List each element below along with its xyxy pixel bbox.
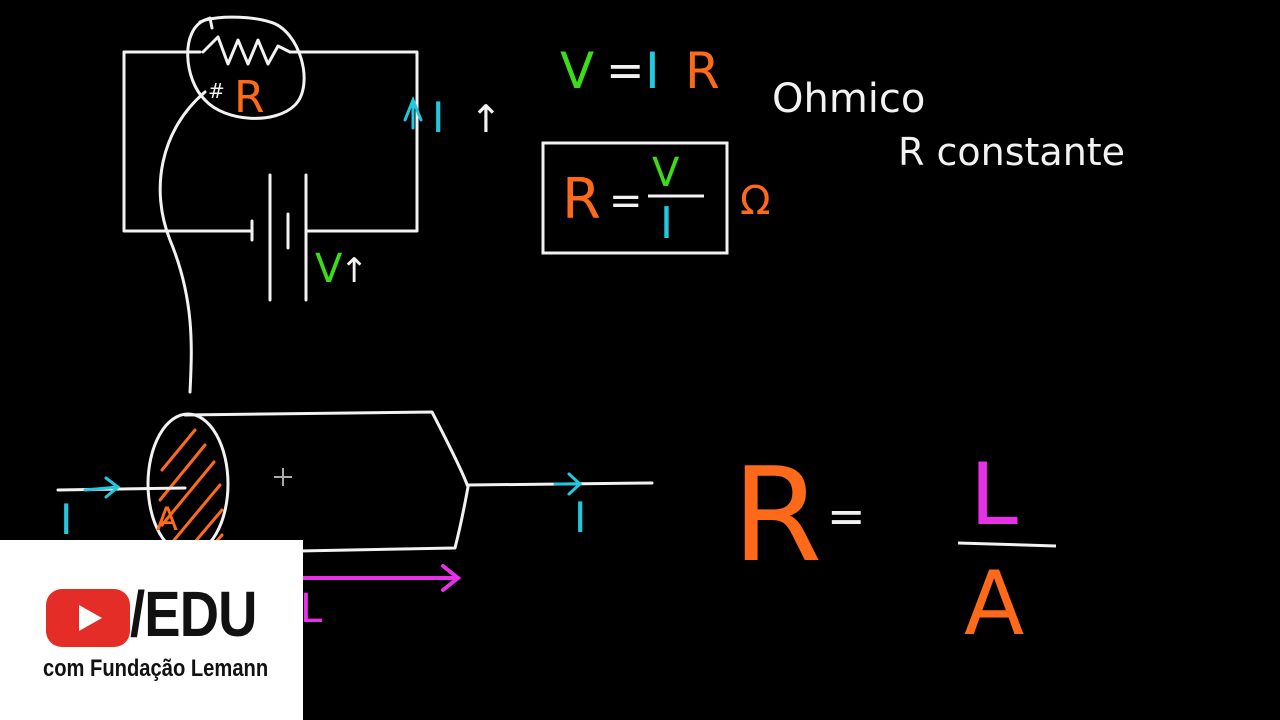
cylinder-body bbox=[183, 410, 470, 555]
connector-line bbox=[158, 90, 207, 394]
boxed-numerator-v: V bbox=[652, 150, 680, 196]
current-label: I bbox=[432, 93, 444, 142]
cross-section-area-label: A bbox=[156, 500, 178, 538]
length-arrow bbox=[301, 564, 462, 592]
voltage-increase-arrow: ↑ bbox=[340, 251, 369, 291]
current-out-label: I bbox=[574, 493, 586, 542]
ohms-law-v: V bbox=[560, 42, 594, 100]
ohms-law-equals: = bbox=[606, 43, 645, 97]
circuit-wire bbox=[288, 50, 419, 233]
resistance-formula: R = L A bbox=[732, 439, 1057, 655]
zigzag-resistor-symbol bbox=[201, 35, 292, 66]
current-in-label: I bbox=[60, 495, 72, 544]
boxed-denominator-i: I bbox=[660, 198, 673, 249]
resistance-equals: = bbox=[827, 489, 866, 543]
current-out-arrow bbox=[553, 472, 583, 496]
current-in-arrow bbox=[83, 476, 121, 499]
resistor-mark: # bbox=[208, 79, 225, 103]
current-increase-arrow: ↑ bbox=[470, 97, 502, 141]
fraction-bar bbox=[957, 541, 1057, 548]
area-denominator: A bbox=[964, 552, 1024, 655]
length-label: L bbox=[300, 586, 323, 632]
current-up-arrow bbox=[403, 95, 423, 130]
ohms-law-i: I bbox=[645, 42, 660, 100]
circuit-diagram bbox=[122, 15, 419, 394]
ohms-law-r: R bbox=[685, 42, 720, 100]
length-numerator: L bbox=[970, 445, 1018, 545]
ohms-law: V = I R bbox=[560, 42, 720, 100]
cross-section-hatching bbox=[158, 428, 224, 562]
resistor-highlight-loop bbox=[186, 15, 306, 120]
voltage-indicator: V ↑ bbox=[315, 246, 369, 292]
circuit-wire bbox=[122, 50, 254, 233]
r-constant-note: R constante bbox=[898, 130, 1125, 174]
resistor-label: R bbox=[234, 72, 265, 123]
wire-in bbox=[56, 486, 187, 492]
cursor-crosshair-icon bbox=[274, 468, 292, 486]
ohmic-note: Ohmico bbox=[772, 76, 925, 122]
boxed-equals: = bbox=[609, 178, 643, 224]
current-indicator: I ↑ bbox=[403, 93, 502, 142]
boxed-r: R bbox=[562, 167, 601, 232]
voltage-label: V bbox=[315, 246, 343, 292]
youtube-play-icon bbox=[46, 589, 130, 647]
edu-label: /EDU bbox=[130, 578, 257, 650]
resistance-r: R bbox=[732, 439, 822, 591]
resistor-label-group: # R bbox=[208, 72, 265, 123]
boxed-resistance-formula: R = V I Ω bbox=[541, 141, 771, 255]
edu-subtitle: com Fundação Lemann bbox=[43, 655, 269, 682]
curved-pointer-arrow bbox=[198, 16, 214, 30]
play-triangle bbox=[79, 605, 102, 631]
ohm-unit-symbol: Ω bbox=[740, 178, 771, 224]
formula-box bbox=[541, 141, 729, 255]
